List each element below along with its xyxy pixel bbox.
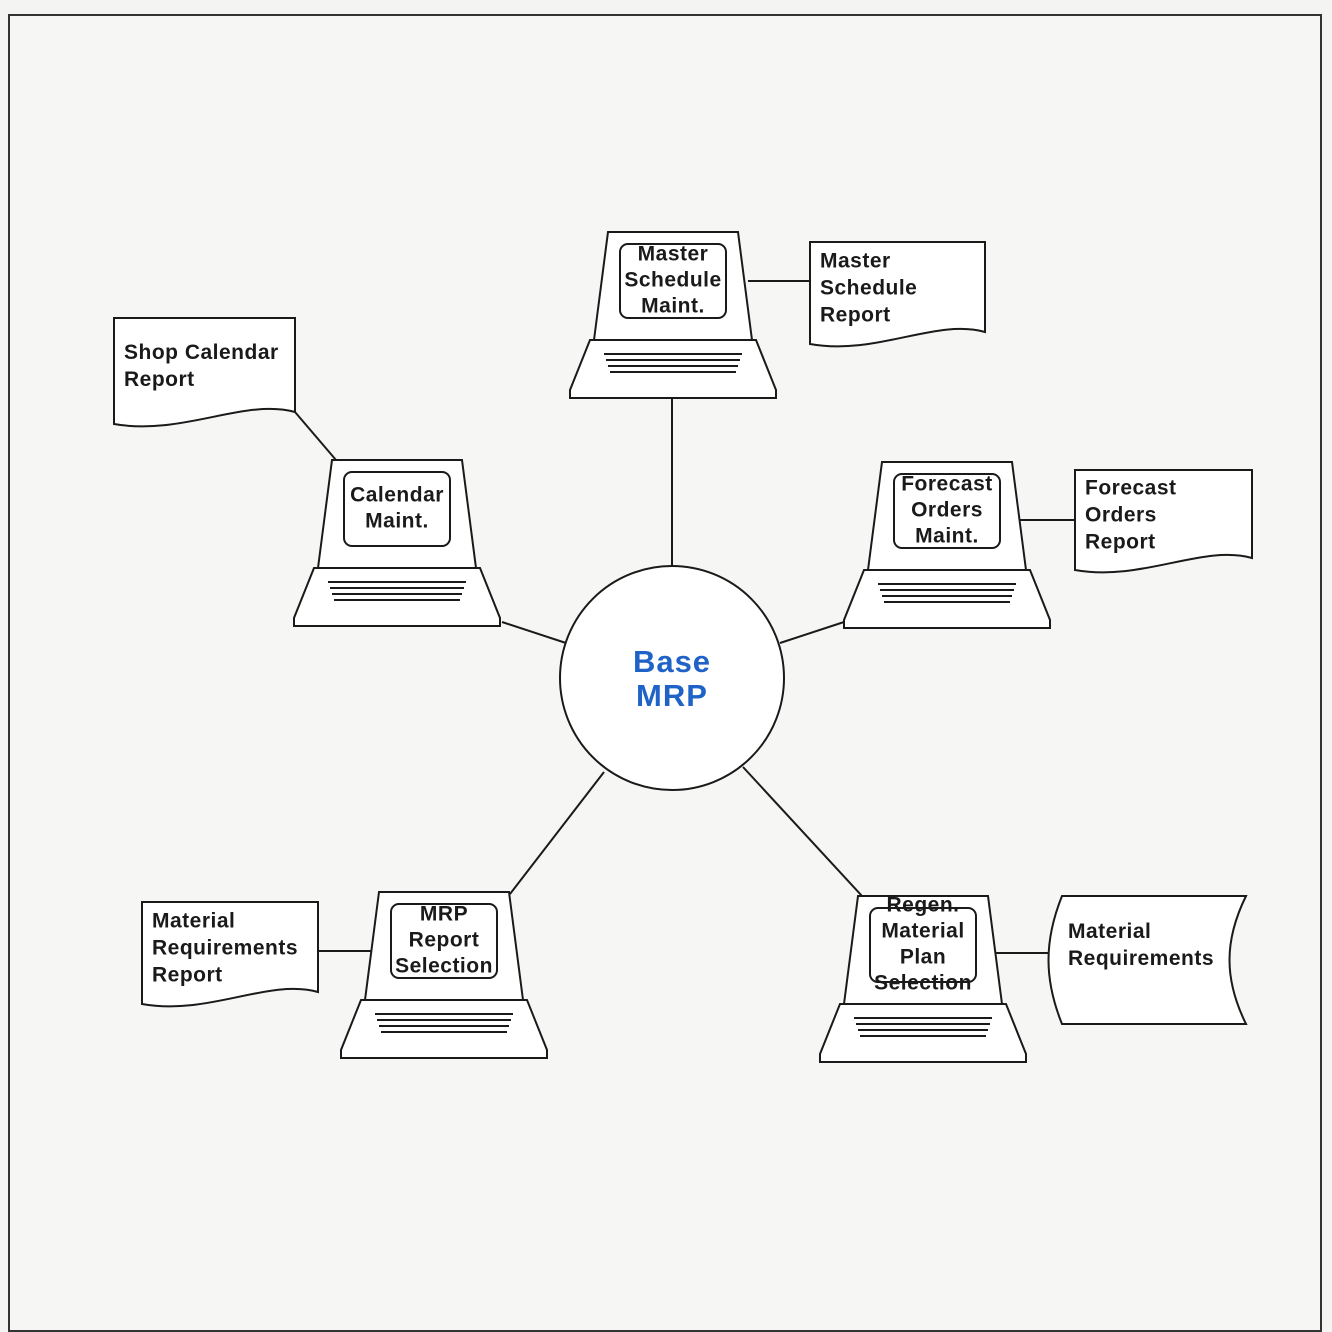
connector-calendar-maint-shop-calendar-report: [294, 411, 337, 461]
hub-label-line: Base: [633, 644, 711, 679]
connector-hub-calendar-maint: [501, 621, 567, 644]
terminal-label-line: Regen.: [886, 894, 959, 917]
keyboard-icon: [569, 339, 777, 399]
terminal-label-line: Orders: [911, 499, 983, 522]
document-icon: [113, 317, 296, 428]
document-icon: [1074, 469, 1253, 574]
storage-label-line: Requirements: [1068, 947, 1214, 970]
screen-icon: [893, 473, 1001, 549]
connector-lines: [294, 280, 1075, 954]
report-label-line: Shop Calendar: [124, 341, 279, 364]
report-label-line: Requirements: [152, 937, 298, 960]
terminal-label-line: MRP: [420, 903, 468, 926]
screen-icon: [390, 903, 498, 979]
terminal-label-line: Master: [638, 243, 709, 266]
terminal-label-line: Maint.: [641, 295, 705, 318]
connector-hub-forecast-orders-maint: [779, 621, 845, 644]
document-icon: [809, 241, 986, 348]
report-label-line: Report: [124, 368, 195, 391]
hub-circle: [559, 565, 785, 791]
keyboard-icon: [819, 1003, 1027, 1063]
screen-icon: [869, 907, 977, 983]
document-icon: [141, 901, 319, 1008]
terminal-label-line: Selection: [395, 955, 493, 978]
stored-data-icon: [1047, 895, 1248, 1025]
terminal-label-line: Forecast: [901, 473, 993, 496]
report-label-line: Report: [152, 964, 223, 987]
report-label-line: Report: [820, 304, 891, 327]
terminal-label-line: Report: [409, 929, 480, 952]
keyboard-icon: [843, 569, 1051, 629]
report-label-line: Forecast: [1085, 477, 1177, 500]
keyboard-icon: [340, 999, 548, 1059]
terminal-label-line: Maint.: [365, 510, 429, 533]
terminal-label-line: Maint.: [915, 525, 979, 548]
report-label-line: Schedule: [820, 277, 917, 300]
connector-hub-mrp-report-selection: [509, 771, 605, 895]
screen-icon: [343, 471, 451, 547]
terminal-label-line: Material: [881, 920, 964, 943]
storage-label-line: Material: [1068, 920, 1151, 943]
keyboard-icon: [293, 567, 501, 627]
report-label-line: Report: [1085, 531, 1156, 554]
hub-label-line: MRP: [636, 678, 708, 713]
terminal-label-line: Selection: [874, 972, 972, 995]
terminal-label-line: Schedule: [624, 269, 721, 292]
screen-icon: [619, 243, 727, 319]
connector-hub-regen-material-plan-selection: [742, 766, 863, 897]
report-label-line: Orders: [1085, 504, 1157, 527]
report-label-line: Master: [820, 250, 891, 273]
terminal-label-line: Calendar: [350, 484, 444, 507]
report-label-line: Material: [152, 910, 235, 933]
terminal-label-line: Plan: [900, 946, 946, 969]
